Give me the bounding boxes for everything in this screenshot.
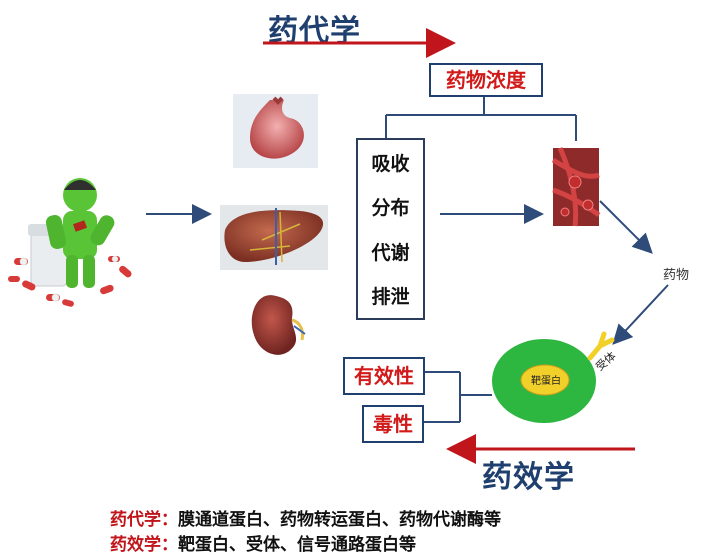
target-cell-illustration [492, 331, 615, 423]
drug-concentration-box: 药物浓度 [429, 63, 543, 97]
footer-pd-key: 药效学： [110, 535, 178, 555]
target-protein-label: 靶蛋白 [531, 376, 561, 387]
adme-box: 吸收 分布 代谢 排泄 [356, 138, 425, 320]
toxicity-box: 毒性 [362, 405, 424, 443]
excretion-label: 排泄 [371, 286, 410, 308]
metabolism-label: 代谢 [371, 242, 410, 264]
efficacy-box: 有效性 [343, 357, 425, 395]
footer-pd-text: 靶蛋白、受体、信号通路蛋白等 [178, 535, 416, 555]
pharmacodynamics-title: 药效学 [482, 460, 575, 495]
concentration-bracket [385, 97, 577, 141]
blood-vessel-illustration [551, 146, 601, 227]
distribution-label: 分布 [371, 197, 410, 219]
drug-to-target-arrow [612, 284, 669, 345]
footer-pk-line: 药代学：膜通道蛋白、药物转运蛋白、药物代谢酶等 [110, 505, 501, 530]
footer-pk-key: 药代学： [110, 510, 178, 530]
kidney-illustration [251, 295, 306, 355]
receptor-icon [587, 331, 615, 361]
footer-pd-line: 药效学：靶蛋白、受体、信号通路蛋白等 [110, 530, 416, 555]
drug-label: 药物 [663, 268, 690, 283]
vessel-to-drug-arrow [599, 200, 653, 254]
patient-with-pills-illustration [8, 178, 132, 307]
liver-illustration [220, 205, 328, 270]
absorption-label: 吸收 [371, 153, 410, 175]
effect-bracket [421, 371, 492, 423]
footer-pk-text: 膜通道蛋白、药物转运蛋白、药物代谢酶等 [178, 510, 501, 530]
stomach-illustration [233, 94, 318, 168]
